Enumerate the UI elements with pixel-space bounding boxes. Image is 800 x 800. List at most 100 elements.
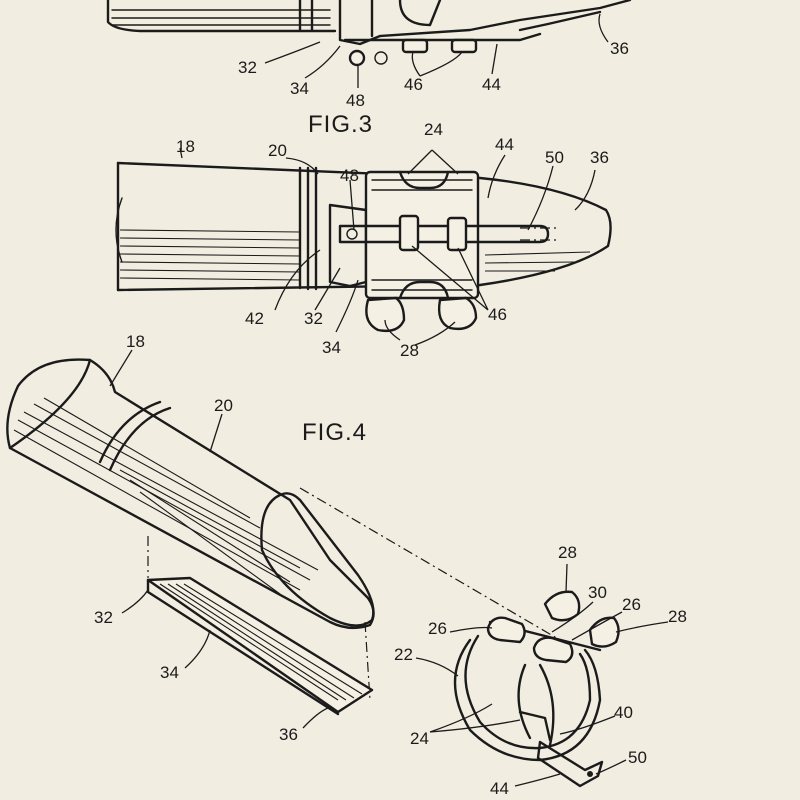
fig2-ligature-profile (338, 0, 632, 46)
fig2-leader-36 (598, 13, 609, 43)
fig4-leader-26a (571, 611, 623, 641)
fig2-mouthpiece-body (106, 0, 337, 33)
fig3-label-42: 42 (245, 309, 264, 328)
fig4-screw-head-right (532, 636, 574, 664)
fig3-label-36: 36 (590, 148, 609, 167)
fig2-pivot-pin (348, 49, 366, 67)
fig4-strap-pin (587, 771, 593, 777)
fig4-leader-28b (615, 621, 669, 633)
fig4-leader-34 (184, 629, 211, 669)
fig4-label-28-right: 28 (668, 607, 687, 626)
fig2-partial-view: 32 34 48 46 44 36 (106, 0, 632, 110)
fig3-mouthpiece-outline (116, 161, 612, 292)
fig4-ligature (453, 590, 620, 788)
fig4-ring (98, 400, 172, 472)
fig3-label-18: 18 (176, 137, 195, 156)
fig4-leader-40 (559, 715, 616, 735)
fig2-label-46: 46 (404, 75, 423, 94)
fig3-leader-46 (411, 245, 489, 311)
fig2-strap (518, 10, 602, 32)
fig4-leader-20 (209, 413, 223, 453)
fig3-view: 18 20 48 24 44 50 36 42 32 34 28 46 (115, 120, 612, 360)
fig3-strap-hidden (520, 227, 560, 241)
fig3-leader-20 (285, 157, 319, 175)
fig3-leader-28 (384, 319, 456, 346)
fig4-screw-head-left (486, 616, 526, 644)
fig4-reed-edge (146, 578, 340, 716)
fig2-body-shading (111, 9, 331, 26)
fig4-leader-28a (565, 563, 568, 593)
fig3-ligature-slot-top (398, 170, 450, 190)
fig3-leader-24 (407, 149, 459, 175)
fig3-label-20: 20 (268, 141, 287, 160)
fig3-label-34: 34 (322, 338, 341, 357)
fig3-body-shading (119, 229, 591, 281)
fig4-label-26-left: 26 (428, 619, 447, 638)
fig3-break-line (115, 197, 123, 263)
fig4-label-18: 18 (126, 332, 145, 351)
fig4-label-32: 32 (94, 608, 113, 627)
fig2-label-36: 36 (610, 39, 629, 58)
fig2-leader-46a (411, 51, 421, 77)
fig4-leader-22 (415, 657, 459, 677)
fig3-label-24: 24 (424, 120, 443, 139)
fig4-title: FIG.4 (302, 419, 367, 446)
fig2-reed (343, 32, 542, 42)
fig2-leader-46b (419, 51, 463, 77)
fig4-label-22: 22 (394, 645, 413, 664)
fig4-strap-clip (518, 710, 552, 742)
fig4-leader-44 (514, 773, 561, 787)
fig2-label-32: 32 (238, 58, 257, 77)
fig2-leader-34 (304, 45, 341, 79)
fig4-leader-26b (449, 626, 493, 633)
fig4-body-cut-end (8, 358, 92, 450)
fig4-label-36: 36 (279, 725, 298, 744)
fig4-thumb-screw-right (588, 616, 620, 648)
fig2-screw-nuts (401, 38, 478, 54)
fig3-reed-end (328, 203, 368, 288)
fig2-label-48: 48 (346, 91, 365, 110)
fig3-leader-36 (574, 169, 596, 211)
fig2-label-44: 44 (482, 75, 501, 94)
fig4-body-shading (13, 397, 319, 595)
fig4-ligature-band-front (453, 638, 602, 762)
fig4-label-28-top: 28 (558, 543, 577, 562)
fig4-label-50: 50 (628, 748, 647, 767)
fig3-ligature-slot-bottom (398, 280, 450, 300)
fig3-label-46: 46 (488, 305, 507, 324)
fig4-ligature-slot (517, 663, 555, 747)
fig3-pivot (346, 228, 358, 240)
fig4-leader-32 (121, 589, 149, 614)
fig2-pivot-eye (374, 51, 388, 65)
fig2-leader-44 (491, 43, 498, 75)
fig4-label-34: 34 (160, 663, 179, 682)
fig3-ligature (364, 170, 480, 300)
fig4-label-30: 30 (588, 583, 607, 602)
fig4-leader-24 (429, 703, 521, 733)
fig4-leader-18 (109, 349, 133, 387)
fig3-screw-nuts (398, 214, 468, 252)
fig3-label-44: 44 (495, 135, 514, 154)
fig3-leader-18 (179, 147, 183, 159)
fig3-leader-42 (274, 249, 321, 311)
fig4-strap (536, 740, 604, 788)
fig2-label-34: 34 (290, 79, 309, 98)
fig3-leader-48 (349, 179, 355, 231)
fig3-ring (298, 166, 318, 291)
fig4-label-44: 44 (490, 779, 509, 798)
fig3-leader-44 (487, 154, 506, 199)
fig2-leader-32 (264, 41, 321, 64)
fig3-leader-34 (335, 279, 359, 333)
fig3-leader-32 (314, 267, 341, 311)
fig4-label-24: 24 (410, 729, 429, 748)
fig3-title: FIG.3 (308, 111, 373, 138)
fig4-view: 18 20 32 34 36 28 30 26 26 28 22 40 24 5… (6, 332, 687, 798)
fig2-ligature-band (370, 0, 442, 38)
fig3-strap (338, 224, 550, 244)
fig4-reed (146, 576, 374, 714)
fig4-leader-50 (595, 759, 627, 775)
fig2-ring (298, 0, 314, 32)
fig4-label-20: 20 (214, 396, 233, 415)
fig4-reed-table (260, 492, 375, 627)
